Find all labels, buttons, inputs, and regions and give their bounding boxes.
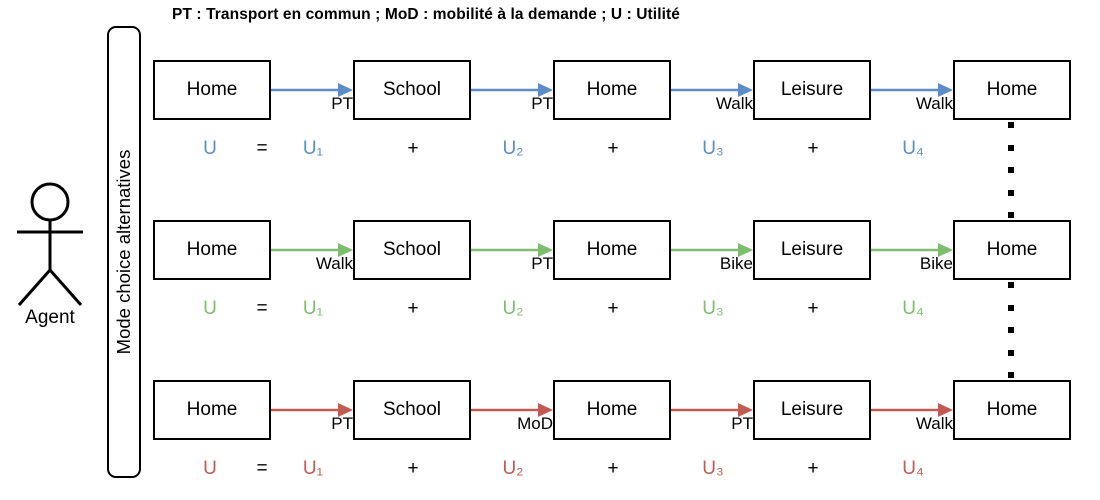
utility-term-1: U₁ — [302, 138, 324, 159]
utility-term-3: U₃ — [702, 298, 724, 319]
plus-sign: + — [807, 298, 819, 319]
mode-link-4: Walk — [871, 60, 953, 120]
utility-term-4: U₄ — [902, 138, 924, 159]
mode-choice-alternatives-bar: Mode choice alternatives — [107, 26, 141, 478]
mode-label-pt: PT — [331, 414, 353, 433]
dot — [1008, 305, 1014, 311]
equals-sign: = — [256, 138, 268, 159]
dot — [1008, 122, 1014, 128]
activity-node-home[interactable]: Home — [953, 60, 1071, 120]
utility-term-2: U₂ — [502, 298, 524, 319]
arrow-right-icon — [671, 403, 753, 417]
dot — [1008, 350, 1014, 356]
utility-term-1: U₁ — [302, 458, 324, 479]
utility-term-2: U₂ — [502, 138, 524, 159]
activity-node-school[interactable]: School — [353, 220, 471, 280]
mode-label-bike: Bike — [719, 254, 753, 273]
arrow-right-icon — [471, 83, 553, 97]
arrow-right-icon — [271, 403, 353, 417]
mode-link-1: PT — [271, 380, 353, 440]
utility-term-4: U₄ — [902, 458, 924, 479]
legend-title: PT : Transport en commun ; MoD : mobilit… — [172, 6, 681, 23]
arrow-right-icon — [671, 243, 753, 257]
utility-term-3: U₃ — [702, 458, 724, 479]
arrow-right-icon — [871, 403, 953, 417]
arrow-right-icon — [271, 83, 353, 97]
activity-node-school[interactable]: School — [353, 380, 471, 440]
plus-sign: + — [407, 458, 419, 479]
mode-link-2: PT — [471, 220, 553, 280]
utility-term-3: U₃ — [702, 138, 724, 159]
stick-figure-icon — [17, 182, 83, 306]
mode-label-pt: PT — [731, 414, 753, 433]
arrow-right-icon — [671, 83, 753, 97]
mode-label-walk: Walk — [915, 94, 953, 113]
activity-node-home[interactable]: Home — [153, 60, 271, 120]
agent-figure: Agent — [5, 180, 95, 340]
mode-label-pt: PT — [531, 254, 553, 273]
activity-node-home[interactable]: Home — [553, 380, 671, 440]
plus-sign: + — [807, 458, 819, 479]
ellipsis-dots-between-row2-row3 — [1008, 282, 1014, 378]
activity-node-home[interactable]: Home — [953, 220, 1071, 280]
plus-sign: + — [607, 138, 619, 159]
mode-link-1: PT — [271, 60, 353, 120]
activity-node-home[interactable]: Home — [553, 220, 671, 280]
mode-label-walk: Walk — [715, 94, 753, 113]
activity-node-home[interactable]: Home — [953, 380, 1071, 440]
utility-total-symbol: U — [203, 138, 217, 159]
plus-sign: + — [807, 138, 819, 159]
utility-term-2: U₂ — [502, 458, 524, 479]
dot — [1008, 282, 1014, 288]
ellipsis-dots-between-row1-row2 — [1008, 122, 1014, 218]
mode-link-3: PT — [671, 380, 753, 440]
activity-node-leisure[interactable]: Leisure — [753, 380, 871, 440]
mode-label-mod: MoD — [517, 414, 553, 433]
arrow-right-icon — [271, 243, 353, 257]
activity-node-leisure[interactable]: Leisure — [753, 220, 871, 280]
arrow-right-icon — [871, 243, 953, 257]
mode-link-3: Walk — [671, 60, 753, 120]
activity-node-school[interactable]: School — [353, 60, 471, 120]
utility-term-4: U₄ — [902, 298, 924, 319]
mode-link-4: Bike — [871, 220, 953, 280]
mode-label-pt: PT — [531, 94, 553, 113]
arrow-right-icon — [871, 83, 953, 97]
mode-label-walk: Walk — [915, 414, 953, 433]
dot — [1008, 190, 1014, 196]
utility-term-1: U₁ — [302, 298, 324, 319]
equals-sign: = — [256, 458, 268, 479]
utility-total-symbol: U — [203, 458, 217, 479]
dot — [1008, 167, 1014, 173]
equals-sign: = — [256, 298, 268, 319]
activity-node-home[interactable]: Home — [153, 380, 271, 440]
utility-total-symbol: U — [203, 298, 217, 319]
plus-sign: + — [407, 138, 419, 159]
activity-node-home[interactable]: Home — [553, 60, 671, 120]
mode-link-4: Walk — [871, 380, 953, 440]
mode-label-bike: Bike — [919, 254, 953, 273]
plus-sign: + — [407, 298, 419, 319]
agent-label: Agent — [25, 307, 75, 328]
arrow-right-icon — [471, 403, 553, 417]
mode-link-1: Walk — [271, 220, 353, 280]
mode-link-3: Bike — [671, 220, 753, 280]
dot — [1008, 327, 1014, 333]
dot — [1008, 372, 1014, 378]
activity-node-home[interactable]: Home — [153, 220, 271, 280]
dot — [1008, 145, 1014, 151]
activity-node-leisure[interactable]: Leisure — [753, 60, 871, 120]
mode-label-pt: PT — [331, 94, 353, 113]
arrow-right-icon — [471, 243, 553, 257]
plus-sign: + — [607, 298, 619, 319]
mode-link-2: PT — [471, 60, 553, 120]
mode-link-2: MoD — [471, 380, 553, 440]
plus-sign: + — [607, 458, 619, 479]
mode-label-walk: Walk — [315, 254, 353, 273]
dot — [1008, 212, 1014, 218]
